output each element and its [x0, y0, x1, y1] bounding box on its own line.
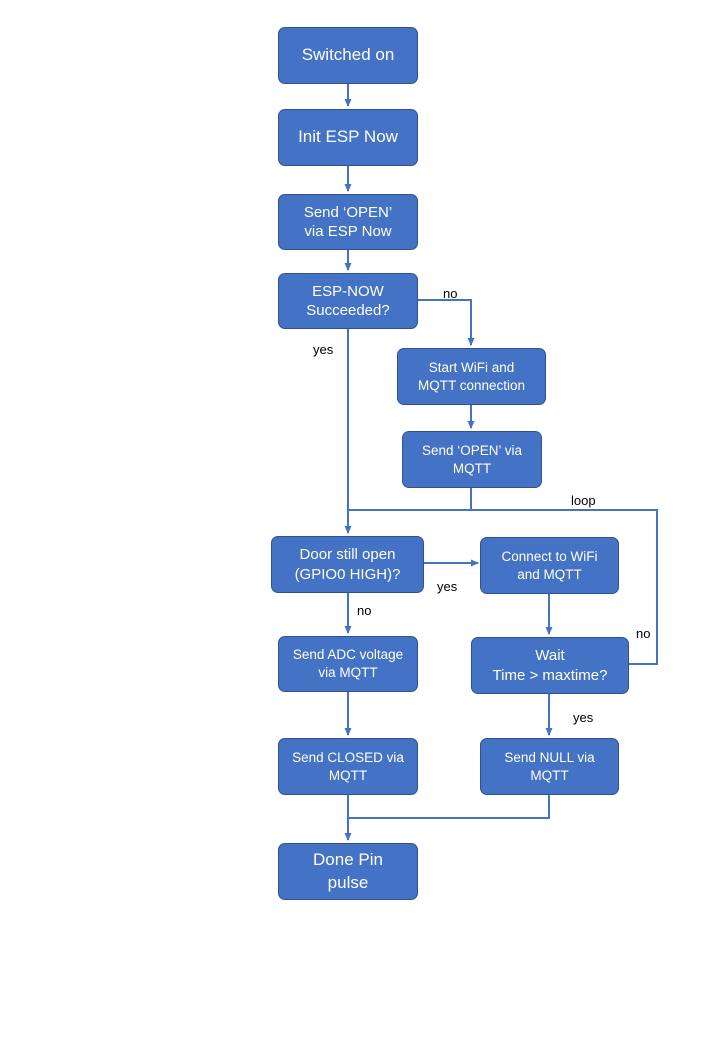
node-start-wifi-mqtt: Start WiFi and MQTT connection: [397, 348, 546, 405]
node-wait-maxtime: Wait Time > maxtime?: [471, 637, 629, 694]
line-send-open-mqtt-to-merge: [348, 488, 472, 511]
node-send-open-esp-now: Send ‘OPEN’ via ESP Now: [278, 194, 418, 250]
label-esp-yes: yes: [313, 342, 334, 357]
node-init-esp-now: Init ESP Now: [278, 109, 418, 166]
line-send-null-to-merge: [348, 795, 550, 819]
label-door-yes: yes: [437, 579, 458, 594]
node-done-pin-pulse: Done Pin pulse: [278, 843, 418, 900]
node-switched-on: Switched on: [278, 27, 418, 84]
arrow-loop-back-to-door-check: [348, 509, 658, 665]
node-door-still-open: Door still open (GPIO0 HIGH)?: [271, 536, 424, 593]
node-send-open-mqtt: Send ‘OPEN’ via MQTT: [402, 431, 542, 488]
node-send-closed: Send CLOSED via MQTT: [278, 738, 418, 795]
label-wait-no: no: [636, 626, 651, 641]
label-loop: loop: [571, 493, 596, 508]
node-connect-wifi-mqtt: Connect to WiFi and MQTT: [480, 537, 619, 594]
arrow-esp-no-to-start-wifi: [418, 299, 475, 346]
node-send-null: Send NULL via MQTT: [480, 738, 619, 795]
node-esp-now-succeeded: ESP-NOW Succeeded?: [278, 273, 418, 329]
label-esp-no: no: [443, 286, 458, 301]
label-wait-yes: yes: [573, 710, 594, 725]
label-door-no: no: [357, 603, 372, 618]
node-send-adc-voltage: Send ADC voltage via MQTT: [278, 636, 418, 692]
